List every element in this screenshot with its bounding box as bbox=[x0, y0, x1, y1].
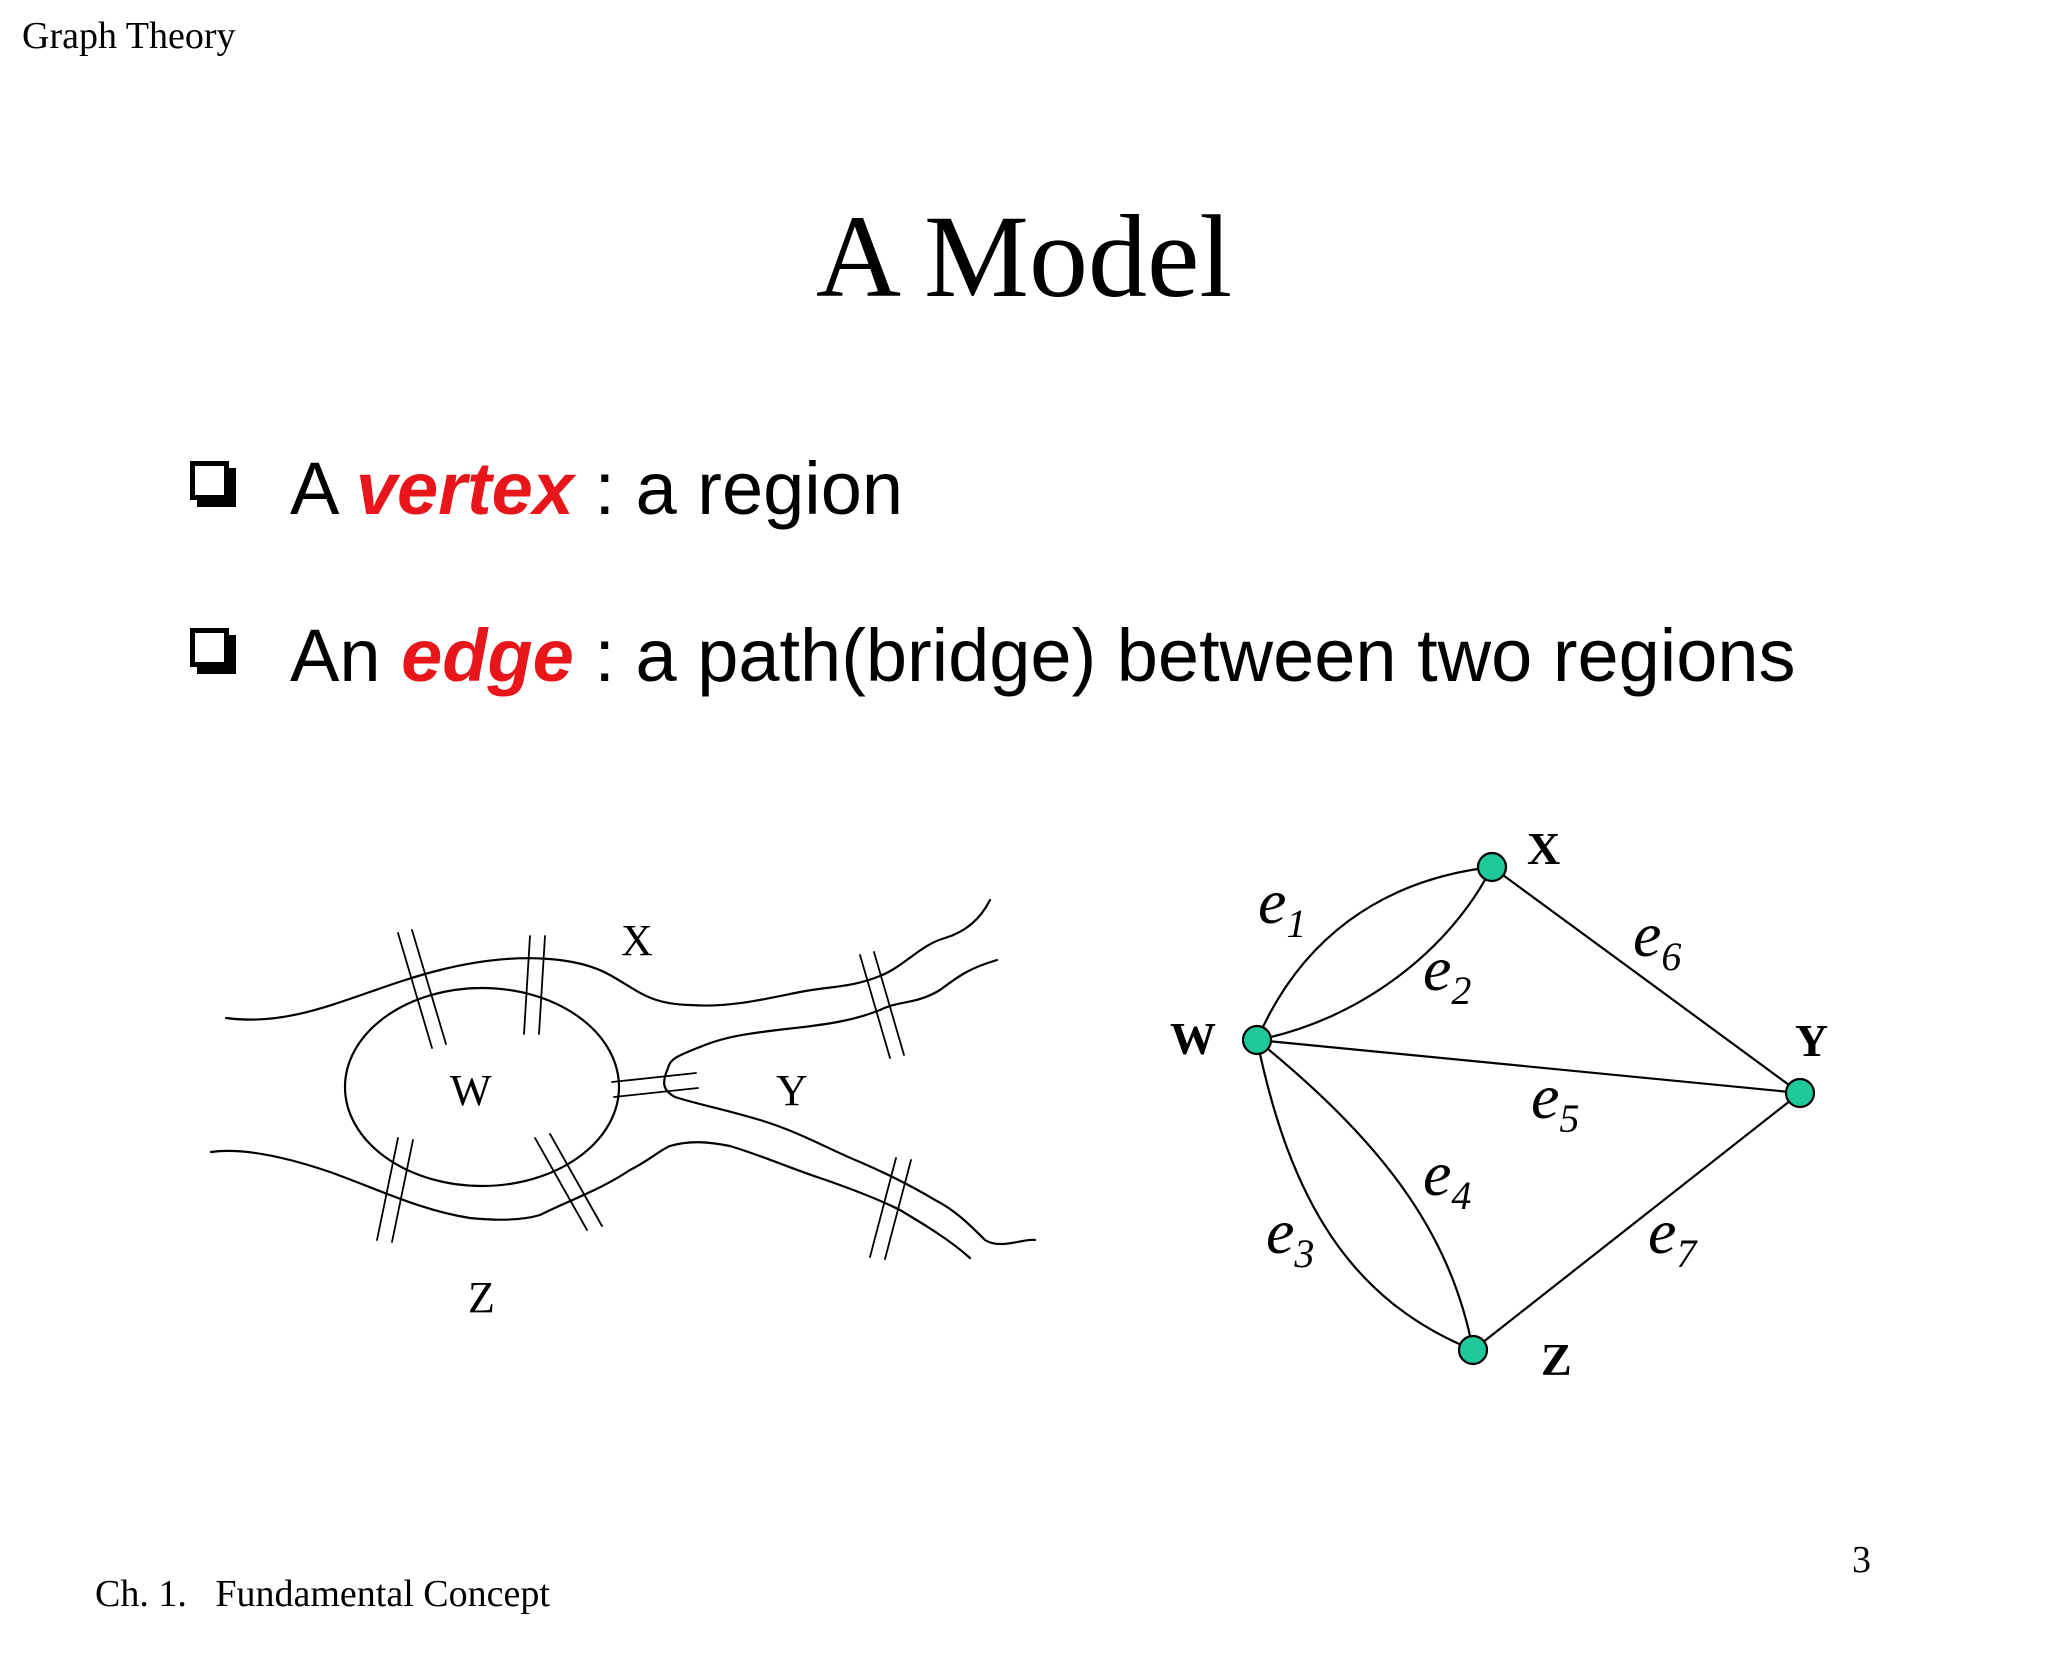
bullet-edge-prefix: An bbox=[290, 614, 402, 697]
map-label-x: X bbox=[621, 916, 653, 965]
island-w bbox=[343, 986, 621, 1188]
river-bottom-bank bbox=[209, 1141, 972, 1260]
map-label-z: Z bbox=[468, 1273, 495, 1322]
graph-diagram: W X Y Z e1 e2 e3 e4 e5 e6 e7 bbox=[1170, 823, 1828, 1385]
vertex-label-z: Z bbox=[1541, 1334, 1572, 1385]
footer-chapter: Ch. 1. Fundamental Concept bbox=[95, 1573, 550, 1615]
region-map-sketch: X W Y Z bbox=[209, 898, 1037, 1322]
bullet-vertex-prefix: A bbox=[290, 447, 356, 530]
vertex-y bbox=[1784, 1077, 1816, 1109]
checkbox-bullet-icon bbox=[190, 461, 236, 507]
vertex-w bbox=[1241, 1024, 1273, 1056]
edge-e3 bbox=[1255, 1039, 1474, 1352]
vertex-label-x: X bbox=[1527, 823, 1560, 874]
header-title: Graph Theory bbox=[22, 15, 236, 57]
map-label-w: W bbox=[450, 1066, 492, 1115]
river-top-bank bbox=[224, 898, 992, 1021]
map-label-y: Y bbox=[776, 1066, 808, 1115]
edge-label-e2: e2 bbox=[1423, 933, 1471, 1013]
bullet-edge-suffix: : a path(bridge) between two regions bbox=[573, 614, 1796, 697]
edge-e1 bbox=[1255, 865, 1493, 1041]
vertex-label-y: Y bbox=[1795, 1015, 1828, 1066]
term-vertex: vertex bbox=[355, 447, 574, 530]
edge-label-e3: e3 bbox=[1266, 1196, 1314, 1276]
edge-label-e6: e6 bbox=[1633, 899, 1681, 979]
slide-title: A Model bbox=[815, 191, 1233, 322]
vertex-z bbox=[1457, 1334, 1489, 1366]
edge-label-e1: e1 bbox=[1258, 866, 1306, 946]
bullet-vertex-suffix: : a region bbox=[573, 447, 904, 530]
edge-label-e5: e5 bbox=[1531, 1061, 1579, 1141]
bullet-edge-text: An edge : a path(bridge) between two reg… bbox=[290, 600, 1850, 712]
bullet-vertex-text: A vertex : a region bbox=[290, 433, 1790, 545]
edge-e2 bbox=[1256, 866, 1493, 1042]
river-middle-bank bbox=[663, 958, 1037, 1246]
bridges bbox=[376, 929, 912, 1260]
vertex-x bbox=[1476, 851, 1508, 883]
edge-label-e7: e7 bbox=[1648, 1196, 1698, 1276]
page-number: 3 bbox=[1852, 1539, 1871, 1581]
edge-e7 bbox=[1472, 1092, 1801, 1351]
edge-e5 bbox=[1256, 1038, 1801, 1095]
vertex-label-w: W bbox=[1170, 1013, 1216, 1064]
edge-e6 bbox=[1491, 866, 1801, 1094]
edge-e4 bbox=[1256, 1039, 1475, 1351]
term-edge: edge bbox=[401, 614, 574, 697]
edge-label-e4: e4 bbox=[1423, 1138, 1471, 1218]
checkbox-bullet-icon bbox=[190, 628, 236, 674]
